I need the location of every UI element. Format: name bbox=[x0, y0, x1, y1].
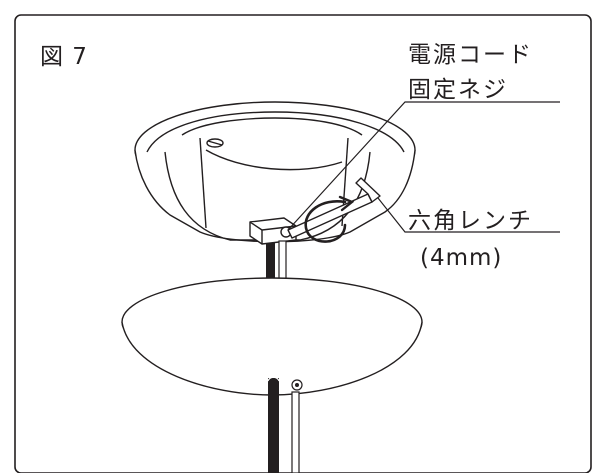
cord-screw-label-line1: 電源コード bbox=[408, 42, 533, 68]
hex-wrench-size-label: (4mm) bbox=[420, 245, 503, 271]
ceiling-canopy bbox=[134, 101, 416, 243]
figure-number-label: 図 7 bbox=[40, 44, 88, 70]
lamp-shade bbox=[121, 277, 423, 396]
hex-wrench-label: 六角レンチ bbox=[408, 208, 533, 234]
cords-upper bbox=[266, 240, 287, 283]
cord-screw-label-line2: 固定ネジ bbox=[408, 77, 508, 103]
rotation-arrow bbox=[304, 195, 355, 243]
cords-lower bbox=[267, 376, 300, 473]
hex-wrench bbox=[287, 177, 381, 239]
leader-lines bbox=[287, 101, 560, 233]
figure-border bbox=[14, 14, 592, 473]
